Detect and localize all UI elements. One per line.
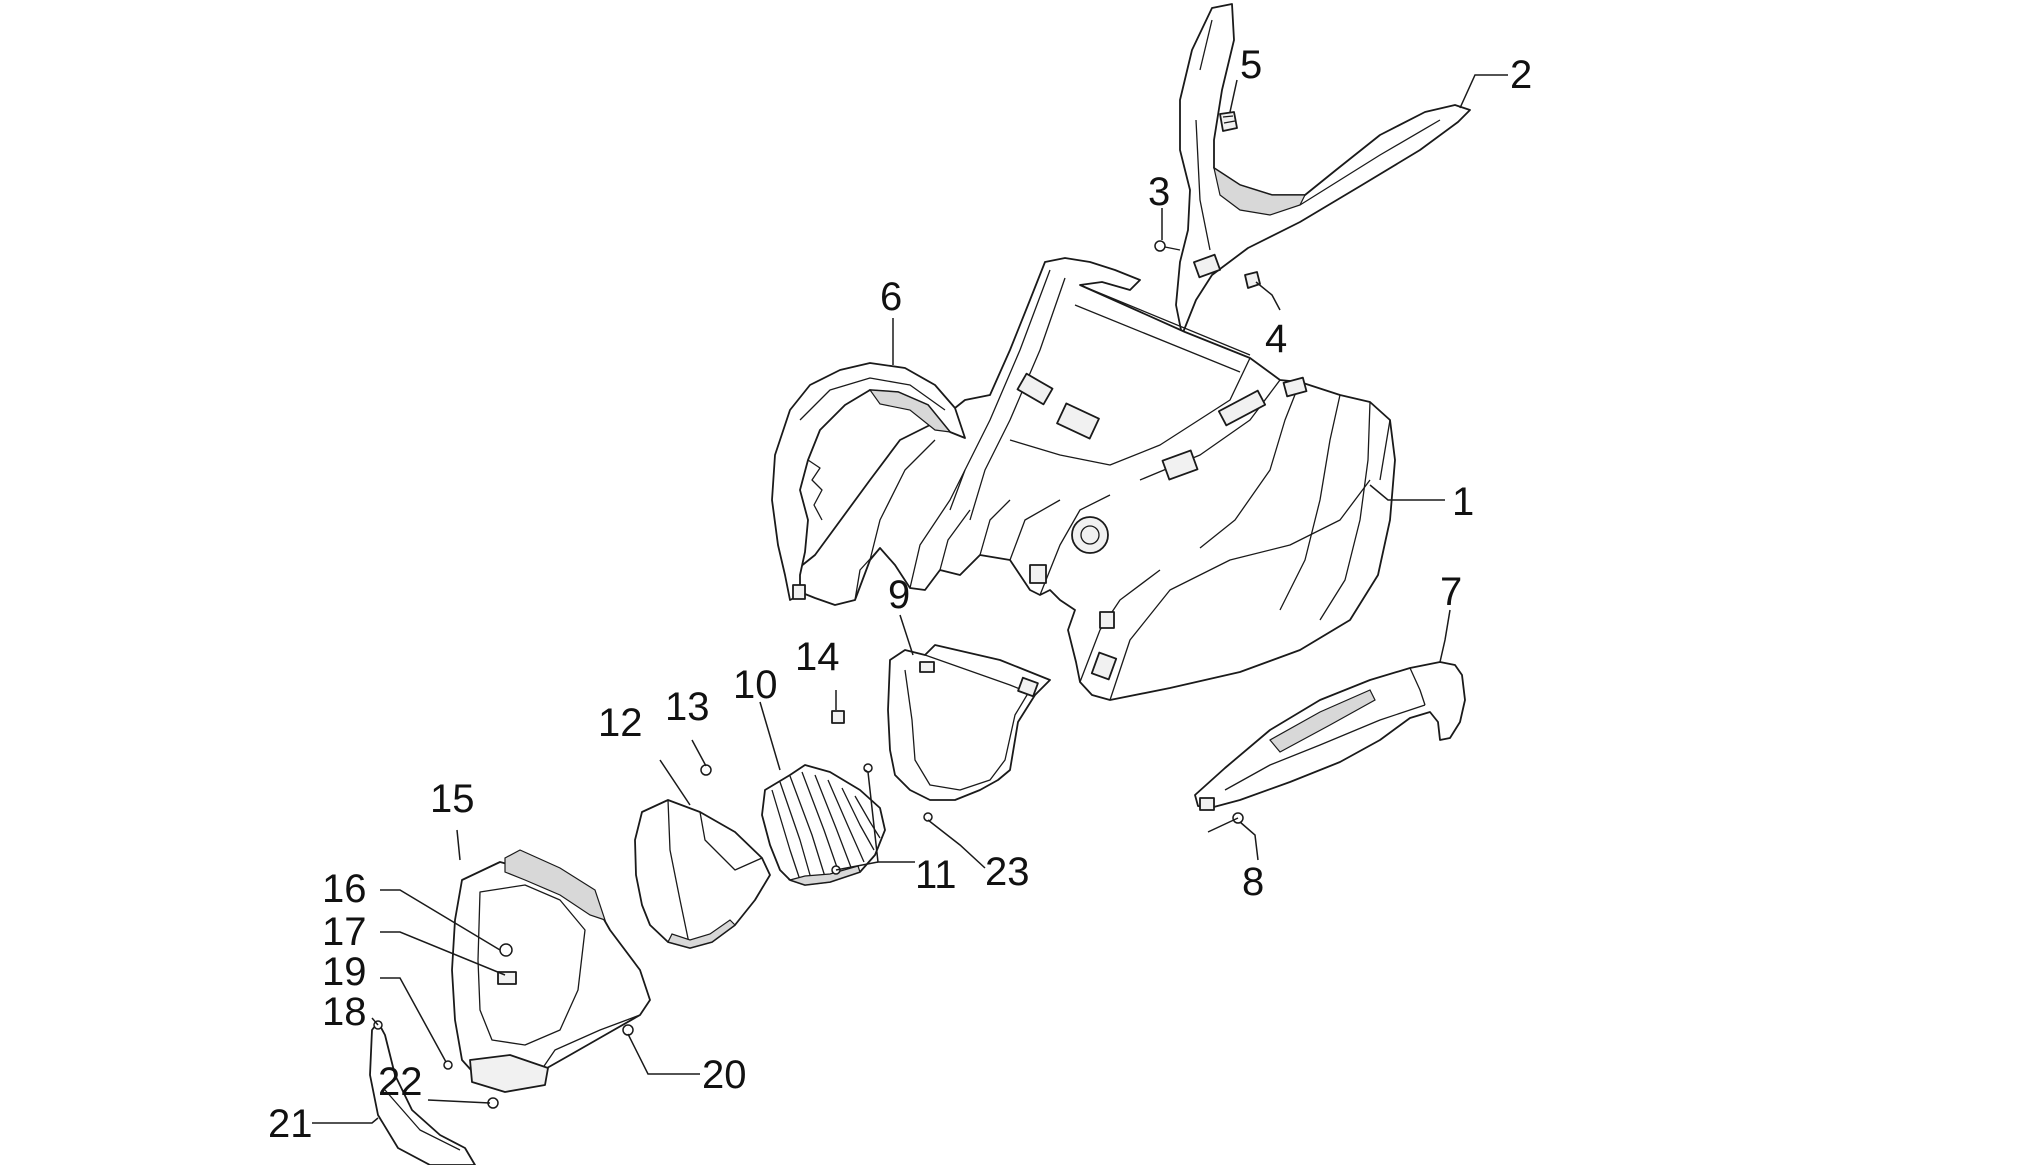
part-23-screw [923,812,933,822]
callout-12: 12 [598,701,643,745]
part-9-headlight-housing [887,644,1051,801]
part-20-screw [622,1024,634,1036]
part-5-clip [1219,111,1238,132]
callout-23: 23 [985,850,1030,894]
part-13-screw [700,764,712,776]
part-1-front-shield [789,257,1396,701]
callout-16: 16 [322,867,367,911]
callout-13: 13 [665,685,710,729]
part-10-grille [761,764,886,886]
callout-3: 3 [1148,170,1170,214]
callout-17: 17 [322,910,367,954]
part-12-lens-cover [634,799,771,949]
callout-8: 8 [1242,860,1264,904]
callout-11: 11 [915,853,957,897]
callout-19: 19 [322,950,367,994]
part-4-clip [1244,271,1261,289]
leader-lines [312,74,1508,1124]
callout-18: 18 [322,990,367,1034]
callout-21: 21 [268,1102,313,1146]
part-15-lower-front-cover [451,849,651,1083]
callout-5: 5 [1240,43,1262,87]
callout-7: 7 [1440,570,1462,614]
callout-22: 22 [378,1060,423,1104]
part-6-left-side-trim [771,362,966,601]
callout-15: 15 [430,777,475,821]
callout-4: 4 [1265,317,1287,361]
part-7-right-side-trim [1194,661,1466,811]
part-3-screw [1154,240,1181,252]
callout-labels: 1 2 3 4 5 6 7 8 9 10 11 12 13 14 15 16 1… [268,43,1532,1146]
callout-20: 20 [702,1053,747,1097]
callout-10: 10 [733,663,778,707]
callout-14: 14 [795,635,840,679]
callout-9: 9 [888,573,910,617]
callout-6: 6 [880,275,902,319]
part-19-screw [443,1060,453,1070]
callout-2: 2 [1510,53,1532,97]
callout-1: 1 [1452,480,1474,524]
part-2-top-cover [1175,3,1471,336]
part-14-nut [831,710,845,724]
part-21-chin-spoiler [369,1021,549,1165]
